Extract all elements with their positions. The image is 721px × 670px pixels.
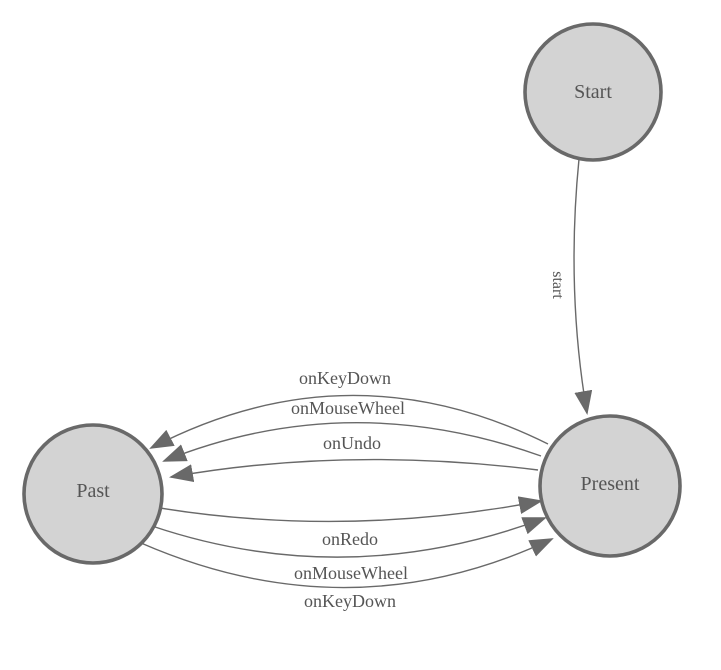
node-present-label: Present [581, 473, 640, 495]
edge-past-to-present-onmousewheel [151, 517, 547, 558]
edge-label-onkeydown-bottom: onKeyDown [304, 591, 396, 611]
node-present: Present [538, 414, 682, 558]
edge-label-onundo: onUndo [323, 433, 381, 453]
edge-label-onmousewheel-bottom: onMouseWheel [294, 563, 408, 583]
node-past-circle [22, 423, 164, 565]
edge-label-onkeydown-top: onKeyDown [299, 368, 391, 388]
node-start-label: Start [574, 81, 612, 103]
node-past: Past [22, 423, 164, 565]
edge-past-to-present-onredo [159, 496, 543, 523]
edge-present-to-past-onmousewheel [162, 422, 542, 462]
node-past-label: Past [76, 480, 110, 502]
edge-present-to-past-onkeydown [149, 394, 549, 449]
node-start-circle [523, 22, 663, 162]
edge-start-to-present [573, 158, 593, 415]
edge-label-onredo: onRedo [322, 529, 378, 549]
edge-label-start: start [549, 271, 566, 299]
edge-present-to-past-onundo [169, 458, 539, 483]
edge-label-onmousewheel-top: onMouseWheel [291, 398, 405, 418]
node-start: Start [523, 22, 663, 162]
edge-past-to-present-onkeydown [140, 538, 554, 589]
node-present-circle [538, 414, 682, 558]
